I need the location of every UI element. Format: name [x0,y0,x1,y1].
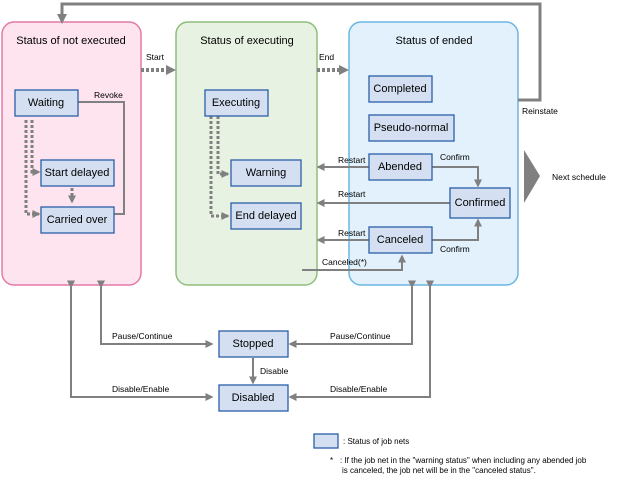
state-end-delayed: End delayed [230,202,302,230]
legend-swatch [313,433,339,449]
legend-note-line-1: : If the job net in the "warning status"… [340,456,587,465]
state-canceled-label: Canceled [377,234,423,246]
label-confirm-abended: Confirm [440,152,470,162]
label-pause-continue-left: Pause/Continue [112,331,173,341]
label-next-schedule: Next schedule [552,172,606,182]
label-restart-abended: Restart [338,155,366,165]
label-confirm-canceled: Confirm [440,244,470,254]
label-restart-confirmed: Restart [338,189,366,199]
legend-note-line-2: is canceled, the job net will be in the … [342,466,536,475]
legend-box-label: : Status of job nets [343,437,409,446]
state-start-delayed: Start delayed [40,159,115,187]
state-stopped: Stopped [218,330,289,358]
state-completed: Completed [368,75,433,103]
region-executing-title: Status of executing [200,35,294,47]
label-disable-enable-left: Disable/Enable [112,384,169,394]
next-schedule-arrow [524,150,540,203]
label-reinstate: Reinstate [522,106,558,116]
label-revoke: Revoke [94,90,123,100]
state-warning-label: Warning [246,167,287,179]
state-executing: Executing [204,89,269,117]
label-disable: Disable [260,366,289,376]
state-pseudo-normal: Pseudo-normal [368,114,455,142]
state-disabled-label: Disabled [232,392,275,404]
state-waiting: Waiting [14,89,79,117]
state-canceled: Canceled [368,226,433,254]
state-confirmed-label: Confirmed [455,197,506,209]
label-canceled-note: Canceled(*) [322,257,367,267]
region-not-executed: Status of not executed [1,21,142,286]
state-disabled: Disabled [218,384,289,412]
state-executing-label: Executing [212,97,260,109]
state-start-delayed-label: Start delayed [45,167,110,179]
label-disable-enable-right: Disable/Enable [330,384,387,394]
state-stopped-label: Stopped [233,338,274,350]
label-pause-continue-right: Pause/Continue [330,331,391,341]
state-completed-label: Completed [373,83,426,95]
state-warning: Warning [230,159,302,187]
region-executing: Status of executing [175,21,318,286]
state-carried-over-label: Carried over [47,214,108,226]
state-abended: Abended [368,153,433,181]
region-not-executed-title: Status of not executed [16,35,125,47]
arrow-labels: Start End Revoke Reinstate Next schedule… [94,52,606,394]
state-pseudo-normal-label: Pseudo-normal [374,122,449,134]
state-carried-over: Carried over [40,206,115,234]
label-start: Start [146,52,165,62]
state-confirmed: Confirmed [449,187,511,219]
state-waiting-label: Waiting [28,97,64,109]
label-restart-canceled: Restart [338,228,366,238]
legend: : Status of job nets * : If the job net … [313,433,587,475]
region-ended-title: Status of ended [395,35,472,47]
state-end-delayed-label: End delayed [235,210,296,222]
label-end: End [319,52,334,62]
state-abended-label: Abended [378,161,422,173]
transition-arrows [24,2,542,401]
legend-asterisk: * [330,456,333,465]
